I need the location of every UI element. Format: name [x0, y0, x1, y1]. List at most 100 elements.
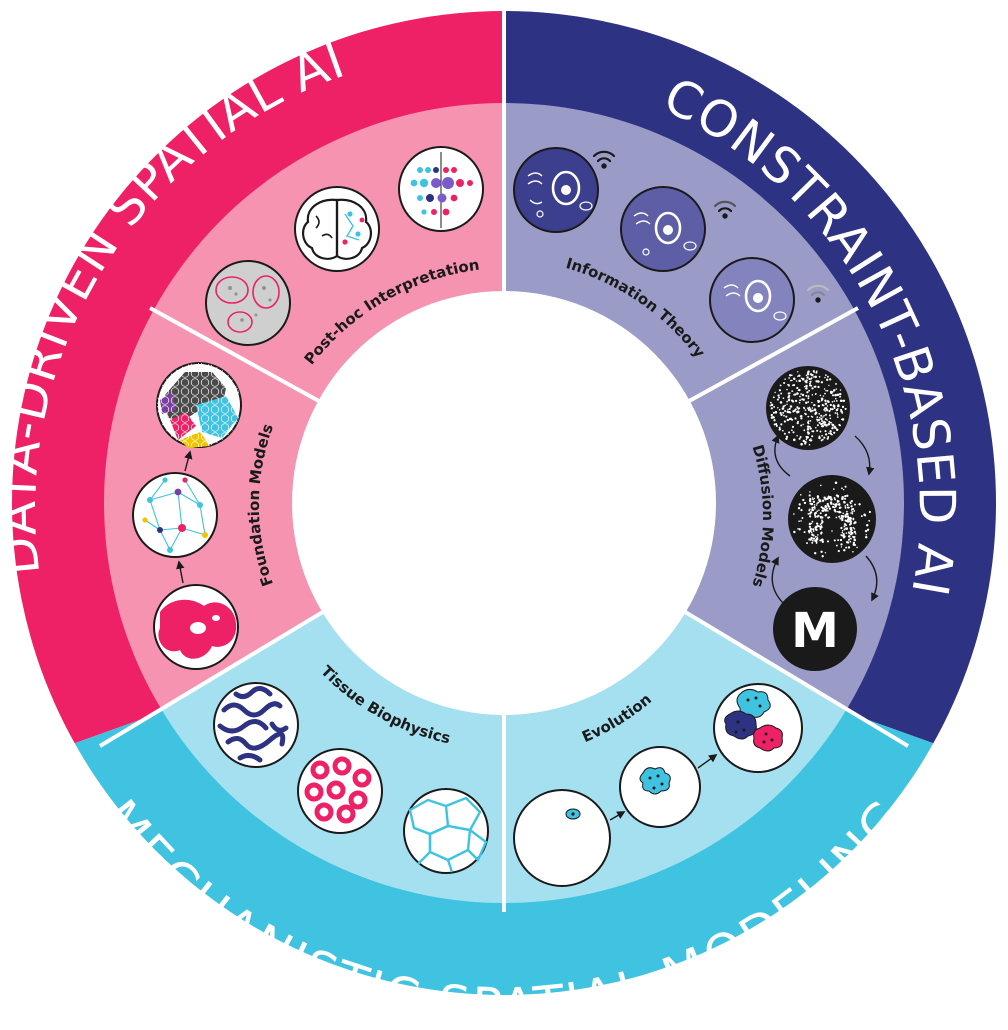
noise-dot [791, 425, 795, 428]
noise-dot [835, 400, 838, 402]
noise-dot [809, 527, 813, 531]
noise-dot [797, 375, 799, 378]
noise-dot [819, 539, 822, 542]
noise-dot [828, 384, 830, 387]
noise-dot [782, 411, 785, 414]
noise-dot [854, 544, 857, 546]
noise-dot [824, 407, 828, 410]
brain-icon [294, 186, 380, 272]
noise-dot [807, 395, 810, 398]
arrow-icon [771, 434, 791, 477]
noise-dot [786, 388, 788, 391]
noise-dot [800, 393, 802, 395]
noise-dot [814, 375, 817, 379]
noise-dot [791, 418, 794, 421]
noise-dot [849, 522, 852, 525]
noise-dot [841, 405, 845, 409]
noise-dot [824, 402, 828, 406]
noise-dot [827, 516, 830, 519]
noise-dot [809, 384, 811, 387]
noise-dot [820, 422, 823, 426]
noise-dot [809, 538, 812, 541]
noise-dot [833, 506, 836, 509]
noise-dot [795, 380, 798, 382]
noise-dot [794, 393, 797, 396]
noise-dot [860, 515, 863, 518]
noise-dot [818, 400, 821, 403]
noise-dot [843, 549, 846, 552]
noise-dot [840, 516, 843, 519]
noise-dot [796, 421, 799, 425]
noise-dot [840, 546, 843, 548]
noise-dot [847, 541, 850, 544]
noise-dot [808, 525, 812, 528]
noise-dot [805, 438, 808, 441]
noise-dot [845, 546, 848, 549]
noise-dot [785, 435, 789, 438]
noise-dot [842, 488, 845, 491]
noise-dot [814, 508, 816, 510]
noise-dot [847, 506, 850, 509]
noise-dot [824, 508, 826, 511]
noise-dot [820, 532, 822, 535]
noise-dot [802, 398, 805, 401]
noise-dot [800, 520, 802, 522]
noise-dot [810, 378, 812, 380]
arrow-icon [854, 435, 875, 476]
noise-dot [794, 408, 797, 411]
noise-dot [842, 533, 845, 536]
noise-dot [834, 503, 837, 506]
noise-dot [808, 382, 812, 385]
noise-dot [845, 519, 848, 522]
noise-dot [836, 494, 840, 498]
m-letter: M [791, 603, 839, 659]
noise-dot [833, 407, 836, 409]
noise-dot [866, 528, 870, 531]
noise-dot [834, 498, 837, 501]
noise-dot [815, 522, 819, 525]
noise-dot [800, 509, 803, 512]
noise-dot [801, 517, 804, 519]
noise-dot [818, 421, 821, 424]
noise-dot [812, 374, 814, 376]
wifi-signal-icon [713, 200, 737, 219]
noise-dot [797, 371, 799, 373]
noise-dot [809, 380, 812, 383]
noise-dot [805, 435, 808, 438]
noise-dot [824, 496, 826, 499]
noise-dot [854, 503, 856, 506]
noise-dot [853, 530, 856, 534]
noise-dot [833, 431, 836, 434]
noise-dot [847, 531, 850, 534]
noise-dot [811, 430, 813, 433]
noise-dot [832, 506, 834, 508]
noise-dot [816, 495, 820, 498]
noise-dot [852, 551, 854, 553]
noise-dot [830, 498, 833, 501]
noise-dot [832, 404, 835, 406]
noise-dot [813, 376, 815, 378]
noise-dot [812, 528, 815, 531]
noise-dot [812, 534, 815, 537]
noise-dot [788, 374, 792, 377]
noise-dot [856, 546, 858, 549]
noise-dot [798, 503, 801, 506]
noise-dot [824, 399, 827, 402]
noise-dot [809, 420, 812, 422]
noise-dot [846, 515, 850, 518]
noise-dot [773, 405, 776, 408]
noise-dot [828, 414, 831, 417]
noise-dot [818, 412, 821, 415]
noise-dot [849, 533, 853, 536]
noise-dot [804, 412, 806, 415]
noise-dot [784, 378, 786, 380]
noise-dot [822, 395, 825, 397]
noise-dot [813, 512, 816, 515]
noise-dot [785, 437, 788, 440]
noise-dot [816, 502, 818, 505]
noise-dot [781, 429, 784, 432]
noise-dot [799, 435, 802, 439]
noise-dot [807, 431, 810, 434]
noise-dot [839, 538, 843, 542]
